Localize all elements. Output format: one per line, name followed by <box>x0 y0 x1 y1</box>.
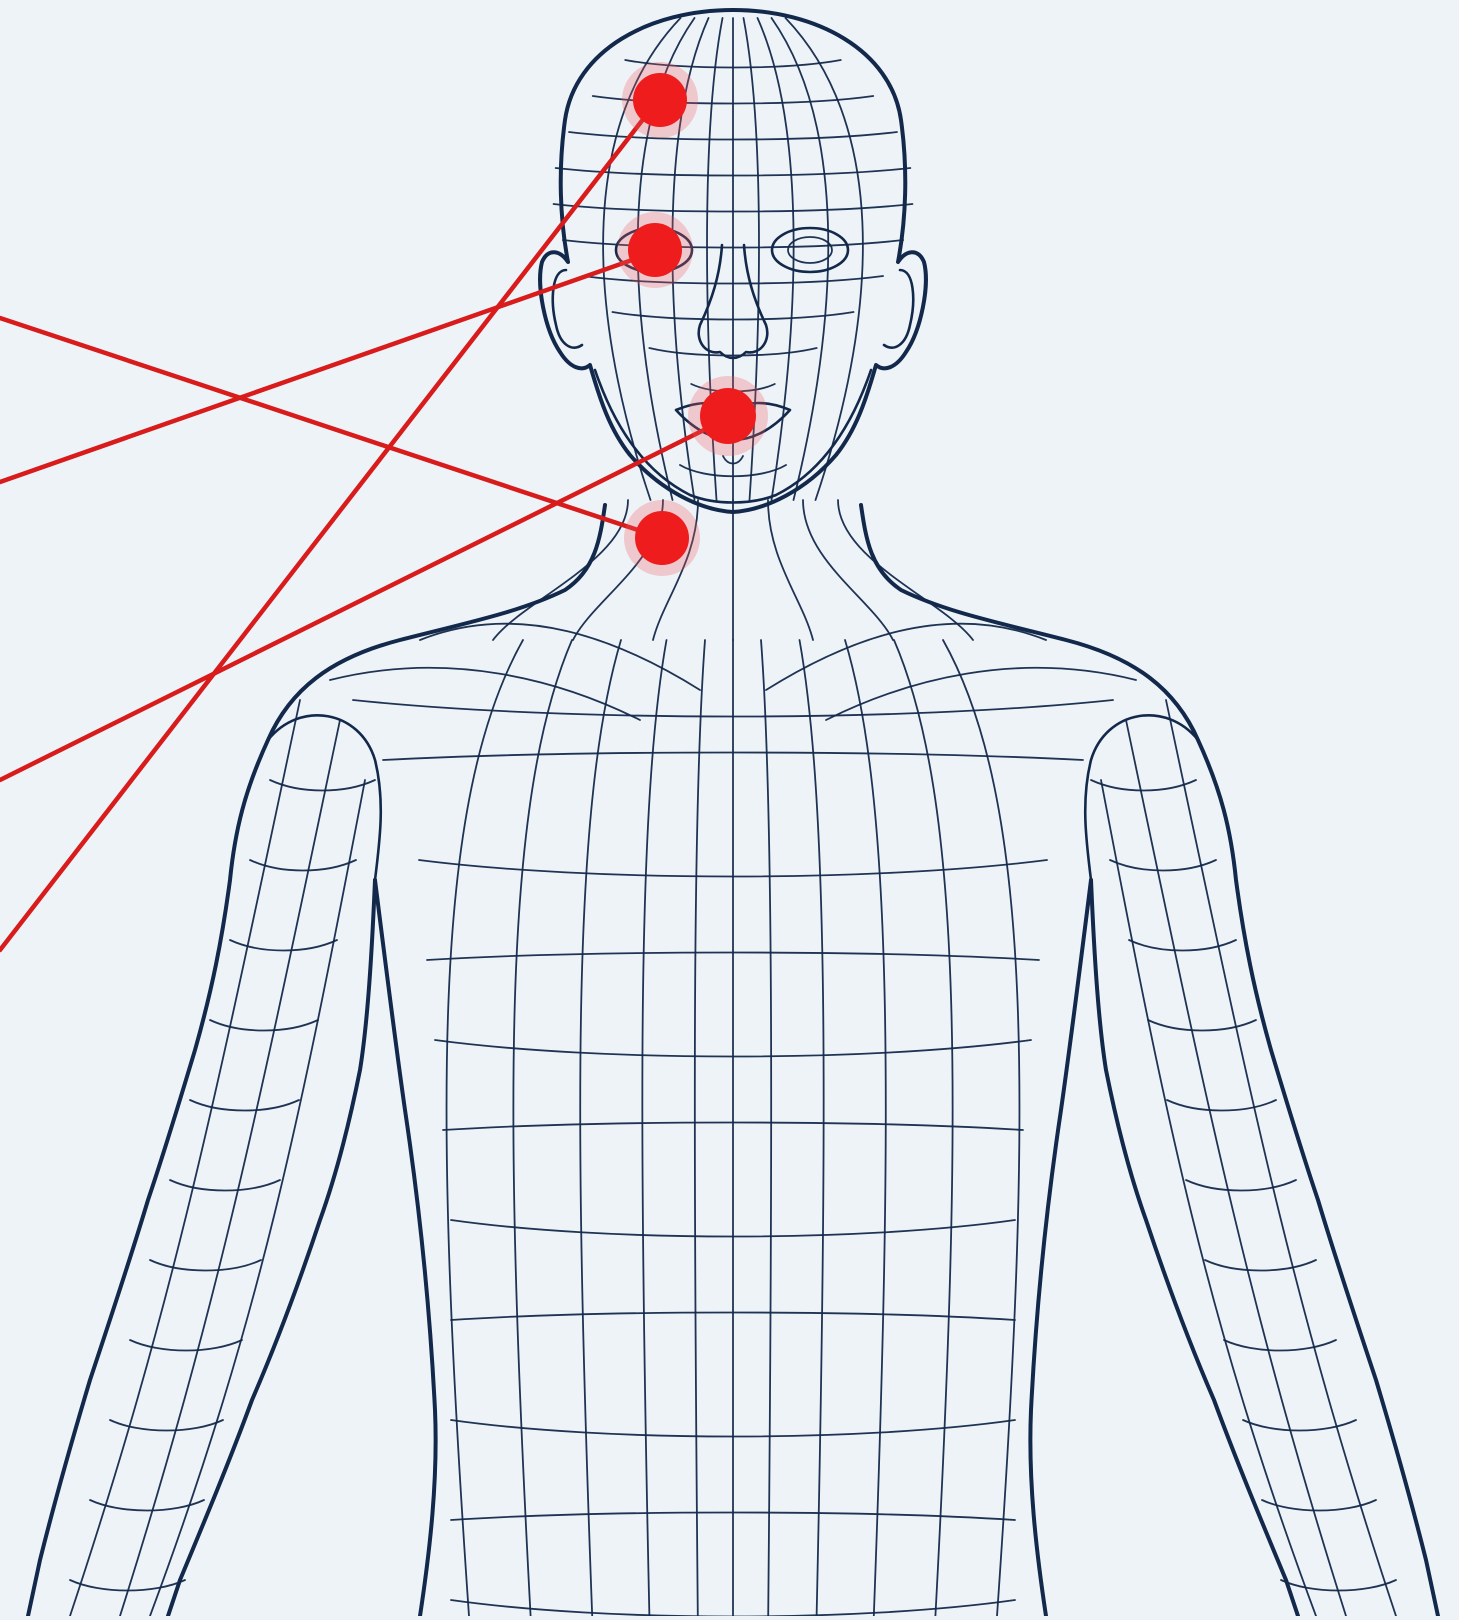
arm-ring-line <box>170 1180 280 1191</box>
arm-ring-line <box>190 1100 299 1111</box>
red-dot-marker-icon <box>628 223 682 277</box>
arm-ring-line <box>210 1020 318 1031</box>
wireframe-mesh <box>70 18 1396 1616</box>
leader-line-eye <box>0 252 655 482</box>
arm-ring-line <box>130 1340 242 1351</box>
neck-line <box>838 500 973 640</box>
body-outline-left <box>28 505 605 1616</box>
arm-ring-line <box>1186 1180 1296 1191</box>
shoulder-sweep-line <box>826 668 1136 720</box>
arm-lengthwise-line <box>1101 780 1316 1616</box>
arm-ring-line <box>1243 1420 1356 1431</box>
inner-arm-right <box>1091 880 1298 1616</box>
arm-lengthwise-line <box>120 720 340 1616</box>
arm-lengthwise-line <box>1166 700 1396 1616</box>
arm-ring-line <box>1205 1260 1316 1271</box>
torso-vertical-line <box>642 640 666 1616</box>
torso-vertical-line <box>845 640 886 1616</box>
arm-ring-line <box>1224 1340 1336 1351</box>
shoulder-sweep-line <box>766 624 1046 690</box>
arm-lengthwise-line <box>150 780 365 1616</box>
ear-right <box>884 270 913 348</box>
arm-lengthwise-line <box>70 700 300 1616</box>
torso-vertical-line <box>800 640 824 1616</box>
marker-neck[interactable] <box>624 500 700 576</box>
shoulder-sweep-line <box>420 624 700 690</box>
body-outline-right <box>861 505 1438 1616</box>
arm-ring-line <box>1167 1100 1276 1111</box>
arm-ring-line <box>1091 780 1196 791</box>
red-dot-marker-icon <box>700 388 756 444</box>
torso-vertical-line <box>894 640 953 1616</box>
torso-side-right <box>1030 880 1091 1616</box>
red-dot-marker-icon <box>633 73 687 127</box>
arm-ring-line <box>1148 1020 1256 1031</box>
torso-vertical-line <box>761 640 771 1616</box>
marker-mouth[interactable] <box>688 376 768 456</box>
marker-eye[interactable] <box>617 212 693 288</box>
arm-ring-line <box>150 1260 261 1271</box>
leader-line-mouth <box>0 418 728 780</box>
inner-arm-left <box>168 880 375 1616</box>
eye-right-outline <box>772 228 848 272</box>
eye-right-inner <box>788 237 832 263</box>
torso-vertical-line <box>513 640 572 1616</box>
leader-line-forehead <box>0 100 658 950</box>
marker-forehead[interactable] <box>622 62 698 138</box>
arm-ring-line <box>70 1580 185 1591</box>
arm-ring-line <box>1281 1580 1396 1591</box>
arm-ring-line <box>270 780 375 791</box>
shoulder-sweep-line <box>330 668 640 720</box>
torso-side-left <box>375 880 436 1616</box>
arm-lengthwise-line <box>1126 720 1346 1616</box>
leader-lines <box>0 100 728 950</box>
red-dot-marker-icon <box>635 511 689 565</box>
torso-vertical-line <box>580 640 621 1616</box>
leader-line-neck <box>0 318 662 538</box>
torso-vertical-line <box>695 640 705 1616</box>
arm-ring-line <box>110 1420 223 1431</box>
